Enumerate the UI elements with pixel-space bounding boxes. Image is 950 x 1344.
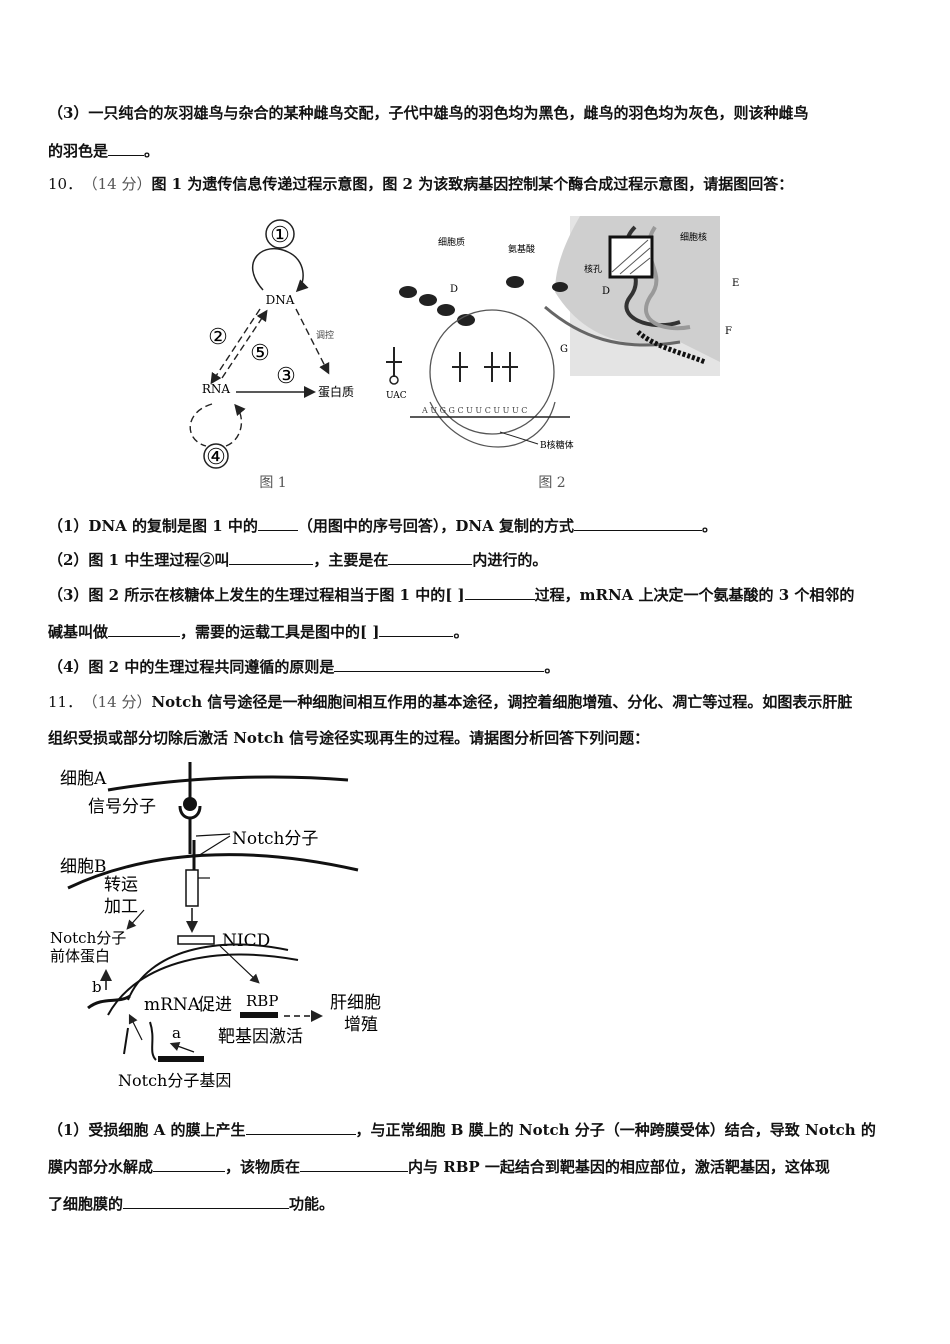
label-b: b — [92, 978, 102, 996]
circle-1-icon — [265, 219, 295, 249]
mrna-label: mRNA — [144, 995, 201, 1015]
proliferation-label: 增殖 — [344, 1015, 378, 1035]
label-2: ② — [208, 325, 228, 350]
precursor-label-1: Notch分子 — [50, 929, 126, 947]
figure-2-caption: 图 2 — [538, 475, 565, 491]
q11-stem-line1: 11．（14 分）Notch 信号途径是一种细胞间相互作用的基本途径，调控着细胞… — [48, 693, 853, 711]
q10-stem: 10．（14 分）图 1 为遗传信息传递过程示意图，图 2 为该致病基因控制某个… — [48, 175, 794, 193]
rbp-label: RBP — [246, 992, 278, 1010]
answer-blank[interactable] — [245, 1120, 356, 1135]
promote-label: 促进 — [198, 995, 232, 1015]
nucleus-label: 细胞核 — [680, 231, 707, 243]
label-g: G — [560, 344, 568, 355]
figure-2: 细胞质 氨基酸 细胞核 核孔 E F D D G UAC A U G G C U… — [386, 216, 739, 491]
answer-blank[interactable] — [334, 657, 545, 672]
rna-label: RNA — [202, 382, 231, 396]
mrna-sequence: A U G G C U U C U U U C — [421, 406, 527, 415]
q10-sub4: （4）图 2 中的生理过程共同遵循的原则是。 — [48, 657, 560, 676]
notch-figure: 细胞A 信号分子 Notch分子 细胞B 转运 加工 NICD Notch分子 … — [50, 762, 381, 1090]
label-4: ④ — [206, 445, 226, 470]
answer-blank[interactable] — [464, 585, 535, 600]
answer-blank[interactable] — [108, 622, 181, 637]
answer-blank[interactable] — [388, 550, 473, 565]
nicd-label: NICD — [222, 931, 270, 951]
label-5: ⑤ — [250, 341, 270, 366]
question-number: 11． — [48, 693, 83, 711]
cell-b-label: 细胞B — [60, 857, 107, 877]
protein-label: 蛋白质 — [318, 384, 354, 399]
question-number: 10． — [48, 175, 83, 193]
notch-molecule-label: Notch分子 — [232, 829, 318, 849]
cell-a-label: 细胞A — [60, 769, 107, 789]
question-score: （14 分） — [90, 175, 152, 193]
label-f: F — [725, 326, 732, 337]
dna-label: DNA — [266, 293, 295, 307]
regulate-label: 调控 — [316, 329, 334, 341]
nuclear-pore-label: 核孔 — [584, 263, 602, 275]
answer-blank[interactable] — [108, 141, 145, 156]
question-score: （14 分） — [90, 693, 152, 711]
q9-sub3-line1: （3）一只纯合的灰羽雄鸟与杂合的某种雌鸟交配，子代中雄鸟的羽色均为黑色，雌鸟的羽… — [48, 104, 809, 122]
amino-acid-label: 氨基酸 — [508, 243, 535, 255]
notch-gene-label: Notch分子基因 — [118, 1071, 231, 1090]
ribosome-label: B核糖体 — [540, 439, 574, 451]
q10-sub1: （1）DNA 的复制是图 1 中的（用图中的序号回答），DNA 复制的方式。 — [48, 516, 718, 535]
answer-blank[interactable] — [229, 550, 314, 565]
cytoplasm-label: 细胞质 — [438, 236, 465, 248]
label-d2: D — [602, 286, 610, 297]
transport-label: 转运 — [104, 875, 138, 895]
answer-blank[interactable] — [300, 1157, 409, 1172]
target-gene-activation-label: 靶基因激活 — [218, 1027, 303, 1047]
figure-1-caption: 图 1 — [259, 475, 286, 491]
q11-stem-line2: 组织受损或部分切除后激活 Notch 信号途径实现再生的过程。请据图分析回答下列… — [48, 729, 650, 747]
answer-blank[interactable] — [574, 516, 702, 531]
label-1: ① — [270, 223, 290, 248]
q11-sub1-line1: （1）受损细胞 A 的膜上产生，与正常细胞 B 膜上的 Notch 分子（一种跨… — [48, 1120, 876, 1139]
liver-cell-label: 肝细胞 — [330, 993, 381, 1013]
uac-label: UAC — [386, 391, 407, 401]
figure-1: ① DNA 调控 ② ⑤ ③ RNA 蛋白质 ④ 图 1 — [189, 219, 354, 491]
q11-sub1-line2: 膜内部分水解成，该物质在内与 RBP 一起结合到靶基因的相应部位，激活靶基因，这… — [48, 1157, 830, 1176]
label-e: E — [732, 278, 739, 289]
label-3: ③ — [276, 364, 296, 389]
q9-sub3-line2: 的羽色是。 — [48, 141, 160, 160]
answer-blank[interactable] — [153, 1157, 226, 1172]
signal-molecule-label: 信号分子 — [88, 797, 156, 817]
answer-blank[interactable] — [257, 516, 298, 531]
q10-sub3-line2: 碱基叫做，需要的运载工具是图中的[ ]。 — [48, 622, 469, 641]
answer-blank[interactable] — [123, 1194, 290, 1209]
precursor-label-2: 前体蛋白 — [50, 947, 110, 965]
q10-sub2: （2）图 1 中生理过程②叫，主要是在内进行的。 — [48, 550, 548, 569]
q10-sub3-line1: （3）图 2 所示在核糖体上发生的生理过程相当于图 1 中的[ ]过程，mRNA… — [48, 585, 855, 604]
processing-label: 加工 — [104, 897, 138, 917]
answer-blank[interactable] — [379, 622, 454, 637]
label-d: D — [450, 284, 458, 295]
label-a: a — [172, 1024, 181, 1042]
q11-sub1-line3: 了细胞膜的功能。 — [48, 1194, 335, 1213]
